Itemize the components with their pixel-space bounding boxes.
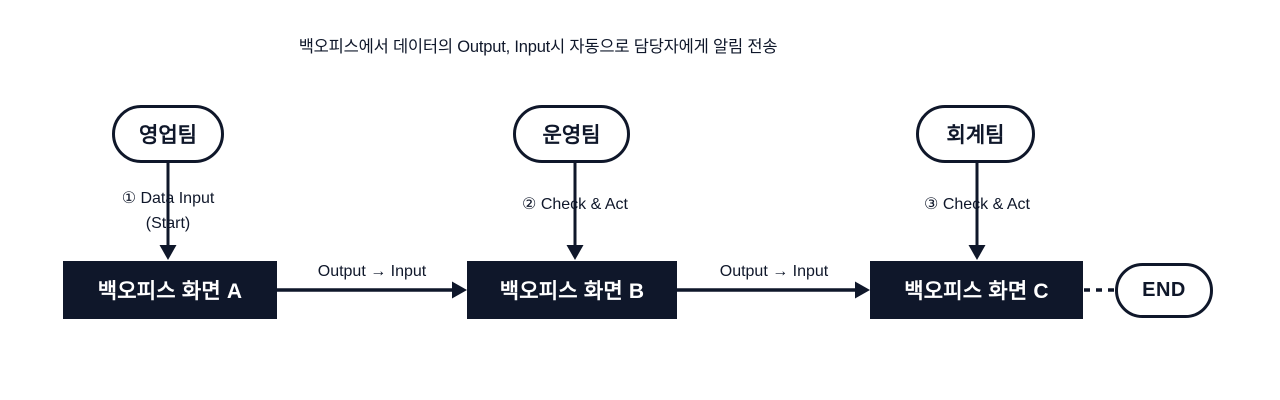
arrow-right-a-b: [277, 281, 467, 299]
screen-label-b: 백오피스 화면 B: [499, 280, 645, 303]
team-node-ops: 운영팀: [513, 105, 630, 163]
screen-node-a: 백오피스 화면 A: [63, 261, 277, 319]
step-label-1: ① Data Input (Start): [122, 186, 215, 236]
screen-node-c: 백오피스 화면 C: [870, 261, 1083, 319]
arrow-down-ops: [566, 161, 584, 260]
screen-node-b: 백오피스 화면 B: [467, 261, 677, 319]
end-node: END: [1115, 263, 1213, 318]
team-label-acct: 회계팀: [946, 124, 1005, 147]
step-1-line2: (Start): [145, 215, 191, 232]
screen-label-a: 백오피스 화면 A: [97, 280, 243, 303]
step-2-line1: ② Check & Act: [522, 196, 628, 213]
step-label-3: ③ Check & Act: [924, 192, 1030, 217]
screen-label-c: 백오피스 화면 C: [904, 280, 1049, 303]
arrow-down-acct: [968, 161, 986, 260]
end-label: END: [1142, 279, 1186, 301]
arrow-down-sales: [159, 161, 177, 260]
step-3-line1: ③ Check & Act: [924, 196, 1030, 213]
team-label-ops: 운영팀: [542, 124, 601, 147]
team-node-sales: 영업팀: [112, 105, 224, 163]
step-1-line1: ① Data Input: [121, 190, 215, 207]
flow-label-a-b: Output → Input: [317, 263, 427, 280]
flow-label-b-c: Output → Input: [719, 263, 829, 280]
diagram-title: 백오피스에서 데이터의 Output, Input시 자동으로 담당자에게 알림…: [298, 38, 778, 56]
team-label-sales: 영업팀: [139, 124, 197, 147]
step-label-2: ② Check & Act: [522, 192, 628, 217]
team-node-acct: 회계팀: [916, 105, 1035, 163]
arrow-right-b-c: [677, 281, 870, 299]
